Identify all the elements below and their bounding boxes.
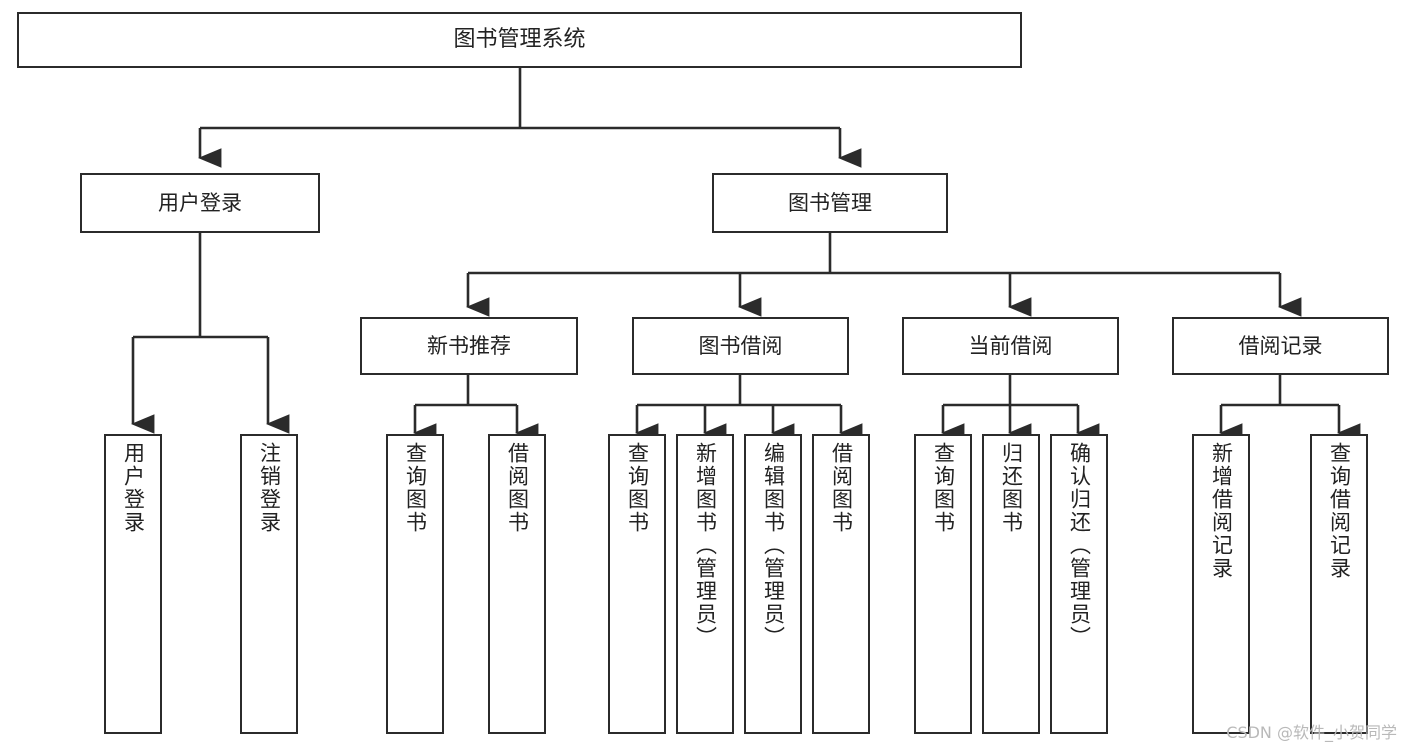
- leaf-borrow-edit-book-admin-label: 编辑图书（管理员）: [761, 442, 786, 649]
- leaf-borrow-edit-book-admin[interactable]: 编辑图书（管理员）: [744, 434, 802, 734]
- leaf-current-return-book-label: 归还图书: [999, 442, 1024, 534]
- leaf-current-confirm-return-admin-label: 确认归还（管理员）: [1067, 442, 1092, 649]
- leaf-current-query-book-label: 查询图书: [931, 442, 956, 534]
- watermark-text: CSDN @软件_小贺同学: [1226, 723, 1397, 742]
- leaf-borrow-borrow-book[interactable]: 借阅图书: [812, 434, 870, 734]
- node-borrow-record-label: 借阅记录: [1238, 333, 1323, 358]
- leaf-user-logout[interactable]: 注销登录: [240, 434, 298, 734]
- node-current-borrow-label: 当前借阅: [968, 333, 1053, 358]
- leaf-newbook-borrow-book[interactable]: 借阅图书: [488, 434, 546, 734]
- node-current-borrow[interactable]: 当前借阅: [902, 317, 1119, 375]
- leaf-newbook-query-book-label: 查询图书: [403, 442, 428, 534]
- node-new-book-recommend[interactable]: 新书推荐: [360, 317, 578, 375]
- leaf-user-login-label: 用户登录: [121, 442, 146, 534]
- leaf-current-confirm-return-admin[interactable]: 确认归还（管理员）: [1050, 434, 1108, 734]
- node-root[interactable]: 图书管理系统: [17, 12, 1022, 68]
- node-book-borrow[interactable]: 图书借阅: [632, 317, 849, 375]
- leaf-borrow-add-book-admin-label: 新增图书（管理员）: [693, 442, 718, 649]
- node-book-management[interactable]: 图书管理: [712, 173, 948, 233]
- leaf-record-query-record-label: 查询借阅记录: [1327, 442, 1352, 580]
- leaf-borrow-query-book-label: 查询图书: [625, 442, 650, 534]
- leaf-newbook-borrow-book-label: 借阅图书: [505, 442, 530, 534]
- node-book-management-label: 图书管理: [788, 190, 872, 215]
- leaf-newbook-query-book[interactable]: 查询图书: [386, 434, 444, 734]
- node-book-borrow-label: 图书借阅: [698, 333, 783, 358]
- leaf-record-query-record[interactable]: 查询借阅记录: [1310, 434, 1368, 734]
- node-root-label: 图书管理系统: [453, 27, 586, 53]
- leaf-record-add-record-label: 新增借阅记录: [1209, 442, 1234, 580]
- node-user-login-label: 用户登录: [158, 190, 242, 215]
- leaf-user-login[interactable]: 用户登录: [104, 434, 162, 734]
- leaf-borrow-borrow-book-label: 借阅图书: [829, 442, 854, 534]
- leaf-current-query-book[interactable]: 查询图书: [914, 434, 972, 734]
- node-borrow-record[interactable]: 借阅记录: [1172, 317, 1389, 375]
- leaf-borrow-query-book[interactable]: 查询图书: [608, 434, 666, 734]
- leaf-record-add-record[interactable]: 新增借阅记录: [1192, 434, 1250, 734]
- leaf-borrow-add-book-admin[interactable]: 新增图书（管理员）: [676, 434, 734, 734]
- leaf-current-return-book[interactable]: 归还图书: [982, 434, 1040, 734]
- leaf-user-logout-label: 注销登录: [257, 442, 282, 534]
- node-new-book-recommend-label: 新书推荐: [427, 333, 511, 358]
- node-user-login[interactable]: 用户登录: [80, 173, 320, 233]
